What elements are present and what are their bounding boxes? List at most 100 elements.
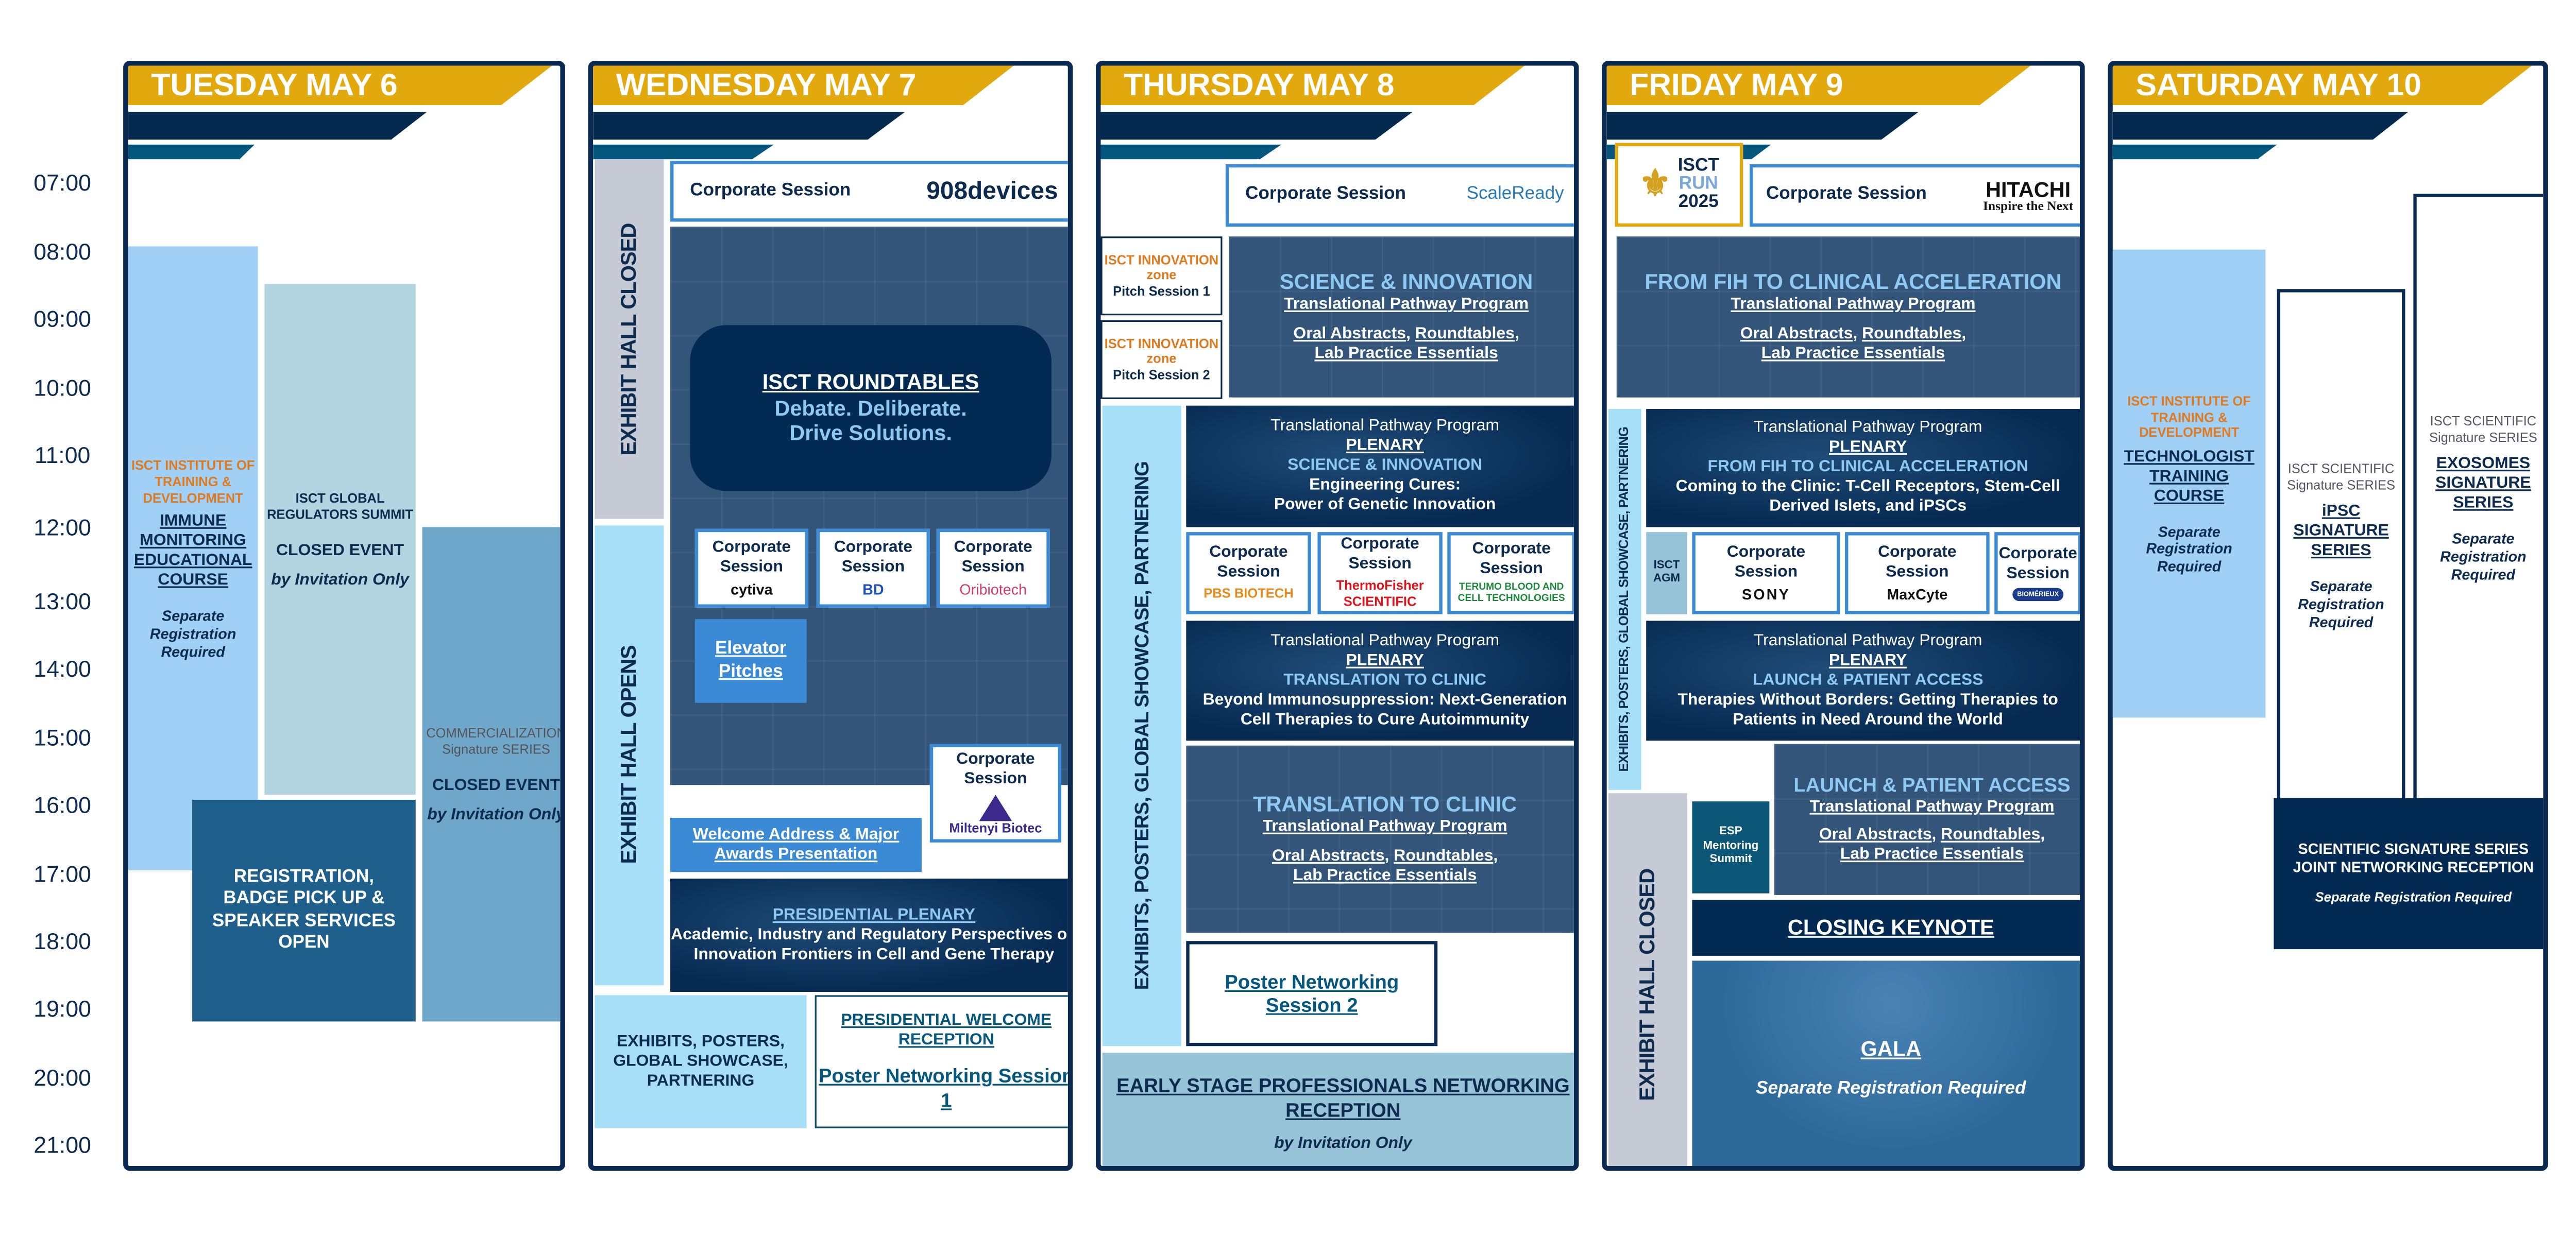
- reception-title[interactable]: PRESIDENTIAL WELCOME RECEPTION: [841, 1011, 1052, 1050]
- event-note: Separate Registration Required: [2315, 890, 2512, 905]
- commercialization-logo: COMMERCIALIZATION Signature SERIES: [426, 726, 565, 757]
- tpp-link[interactable]: Translational Pathway Program: [1262, 817, 1507, 836]
- tpp-label: Translational Pathway Program: [1270, 417, 1499, 436]
- plenary-label[interactable]: PLENARY: [1346, 651, 1424, 670]
- time-label: 14:00: [33, 655, 92, 682]
- signature-series-logo: ISCT SCIENTIFIC Signature SERIES: [2429, 414, 2537, 445]
- esp-mentoring-summit[interactable]: ESP Mentoring Summit: [1692, 801, 1770, 894]
- oral-abstracts-link[interactable]: Oral Abstracts: [1819, 825, 1932, 844]
- plenary-label[interactable]: PLENARY: [1346, 437, 1424, 455]
- event-title: CLOSED EVENT: [432, 777, 561, 795]
- time-label: 08:00: [33, 238, 92, 265]
- launch-access-session[interactable]: LAUNCH & PATIENT ACCESS Translational Pa…: [1774, 744, 2080, 895]
- pitch-label: Pitch Session 2: [1113, 367, 1210, 383]
- isct-roundtables[interactable]: ISCT ROUNDTABLES Debate. Deliberate. Dri…: [690, 325, 1052, 491]
- poster-networking-1[interactable]: Poster Networking Session 1: [819, 1064, 1073, 1111]
- elevator-pitches[interactable]: Elevator Pitches: [694, 619, 807, 703]
- pitch-label: Pitch Session 1: [1113, 284, 1210, 299]
- roundtables-link[interactable]: Roundtables: [1862, 324, 1962, 343]
- reception-title: SCIENTIFIC SIGNATURE SERIES JOINT NETWOR…: [2293, 841, 2534, 876]
- plenary-label[interactable]: PLENARY: [1829, 438, 1907, 457]
- lab-practice-link[interactable]: Lab Practice Essentials: [1314, 345, 1498, 363]
- isct-agm[interactable]: ISCT AGM: [1646, 532, 1687, 614]
- exosomes-signature-series[interactable]: ISCT SCIENTIFIC Signature SERIES EXOSOME…: [2413, 194, 2544, 802]
- plenary-translation-clinic[interactable]: Translational Pathway Program PLENARY TR…: [1186, 621, 1574, 741]
- reception-title[interactable]: EARLY STAGE PROFESSIONALS NETWORKING REC…: [1116, 1074, 1570, 1121]
- plenary-label[interactable]: PLENARY: [1829, 651, 1907, 670]
- plenary-fih[interactable]: Translational Pathway Program PLENARY FR…: [1646, 409, 2080, 527]
- plenary-launch-access[interactable]: Translational Pathway Program PLENARY LA…: [1646, 621, 2080, 741]
- event-note: Separate Registration Required: [149, 608, 236, 660]
- event-title[interactable]: TECHNOLOGIST TRAINING COURSE: [2124, 448, 2255, 506]
- day-header: WEDNESDAY MAY 7: [593, 65, 1014, 106]
- commercialization-series: COMMERCIALIZATION Signature SERIES CLOSE…: [422, 527, 565, 1022]
- label: EXHIBIT HALL CLOSED: [616, 223, 641, 455]
- event-title[interactable]: EXOSOMES SIGNATURE SERIES: [2435, 455, 2531, 513]
- track-title: FROM FIH TO CLINICAL ACCELERATION: [1707, 458, 2028, 476]
- time-label: 19:00: [33, 995, 92, 1022]
- lab-practice-link[interactable]: Lab Practice Essentials: [1761, 345, 1945, 363]
- immune-monitoring-course[interactable]: ISCT INSTITUTE OF TRAINING & DEVELOPMENT…: [128, 246, 258, 871]
- lab-practice-link[interactable]: Lab Practice Essentials: [1293, 867, 1477, 885]
- science-innovation-session[interactable]: SCIENCE & INNOVATION Translational Pathw…: [1229, 236, 1574, 398]
- tpp-link[interactable]: Translational Pathway Program: [1284, 295, 1529, 314]
- roundtables-link[interactable]: Roundtables: [1394, 847, 1494, 865]
- roundtables-link[interactable]: Roundtables: [1941, 825, 2041, 844]
- header-stripe: [1100, 111, 1413, 140]
- oral-abstracts-link[interactable]: Oral Abstracts: [1272, 847, 1385, 865]
- day-column-wednesday: WEDNESDAY MAY 7 EXHIBIT HALL CLOSED EXHI…: [588, 60, 1073, 1171]
- poster-networking-2[interactable]: Poster Networking Session 2: [1186, 941, 1438, 1046]
- presidential-plenary[interactable]: PRESIDENTIAL PLENARY Academic, Industry …: [670, 879, 1068, 992]
- roundtables-title[interactable]: ISCT ROUNDTABLES: [762, 369, 979, 394]
- bd-logo: BD: [862, 580, 884, 597]
- tpp-link[interactable]: Translational Pathway Program: [1809, 797, 2055, 816]
- gala-title[interactable]: GALA: [1860, 1036, 1922, 1061]
- day-column-saturday: SATURDAY MAY 10 ISCT INSTITUTE OF TRAINI…: [2108, 60, 2548, 1171]
- event-title[interactable]: IMMUNE MONITORING EDUCATIONAL COURSE: [133, 512, 252, 590]
- gala[interactable]: GALA Separate Registration Required: [1692, 960, 2080, 1166]
- presidential-welcome-reception[interactable]: PRESIDENTIAL WELCOME RECEPTION Poster Ne…: [815, 995, 1073, 1128]
- closing-keynote[interactable]: CLOSING KEYNOTE: [1692, 900, 2080, 956]
- fih-session[interactable]: FROM FIH TO CLINICAL ACCELERATION Transl…: [1616, 236, 2080, 398]
- corporate-session-908devices[interactable]: Corporate Session 908devices: [670, 161, 1068, 222]
- roundtables-link[interactable]: Roundtables: [1415, 324, 1515, 343]
- plenary-title[interactable]: PRESIDENTIAL PLENARY: [772, 905, 976, 924]
- plenary-science-innovation[interactable]: Translational Pathway Program PLENARY SC…: [1186, 405, 1574, 527]
- event-title[interactable]: iPSC SIGNATURE SERIES: [2293, 503, 2389, 561]
- oral-abstracts-link[interactable]: Oral Abstracts: [1740, 324, 1853, 343]
- oral-abstracts-link[interactable]: Oral Abstracts: [1293, 324, 1406, 343]
- lab-practice-link[interactable]: Lab Practice Essentials: [1840, 845, 2024, 864]
- ipsc-signature-series[interactable]: ISCT SCIENTIFIC Signature SERIES iPSC SI…: [2277, 289, 2405, 802]
- corporate-session-scaleready[interactable]: Corporate Session ScaleReady: [1225, 164, 1574, 227]
- welcome-address[interactable]: Welcome Address & Major Awards Presentat…: [670, 818, 922, 872]
- global-regulators-summit: ISCT GLOBAL REGULATORS SUMMIT CLOSED EVE…: [264, 284, 416, 795]
- time-label: 16:00: [33, 792, 92, 818]
- header-stripe: [1100, 144, 1282, 160]
- early-stage-reception[interactable]: EARLY STAGE PROFESSIONALS NETWORKING REC…: [1102, 1053, 1574, 1166]
- fleur-de-lis-icon: ⚜: [1639, 163, 1672, 204]
- time-label: 07:00: [33, 169, 92, 196]
- tpp-label: Translational Pathway Program: [1270, 631, 1499, 650]
- track-title: LAUNCH & PATIENT ACCESS: [1752, 671, 1984, 689]
- time-label: 09:00: [33, 305, 92, 332]
- header-stripe: [128, 111, 428, 140]
- tpp-link[interactable]: Translational Pathway Program: [1731, 295, 1976, 314]
- translation-clinic-session[interactable]: TRANSLATION TO CLINIC Translational Path…: [1186, 745, 1574, 933]
- header-stripe: [1606, 111, 1919, 140]
- event-note: by Invitation Only: [271, 572, 409, 590]
- joint-networking-reception[interactable]: SCIENTIFIC SIGNATURE SERIES JOINT NETWOR…: [2274, 798, 2544, 950]
- technologist-training-course[interactable]: ISCT INSTITUTE OF TRAINING & DEVELOPMENT…: [2112, 249, 2266, 718]
